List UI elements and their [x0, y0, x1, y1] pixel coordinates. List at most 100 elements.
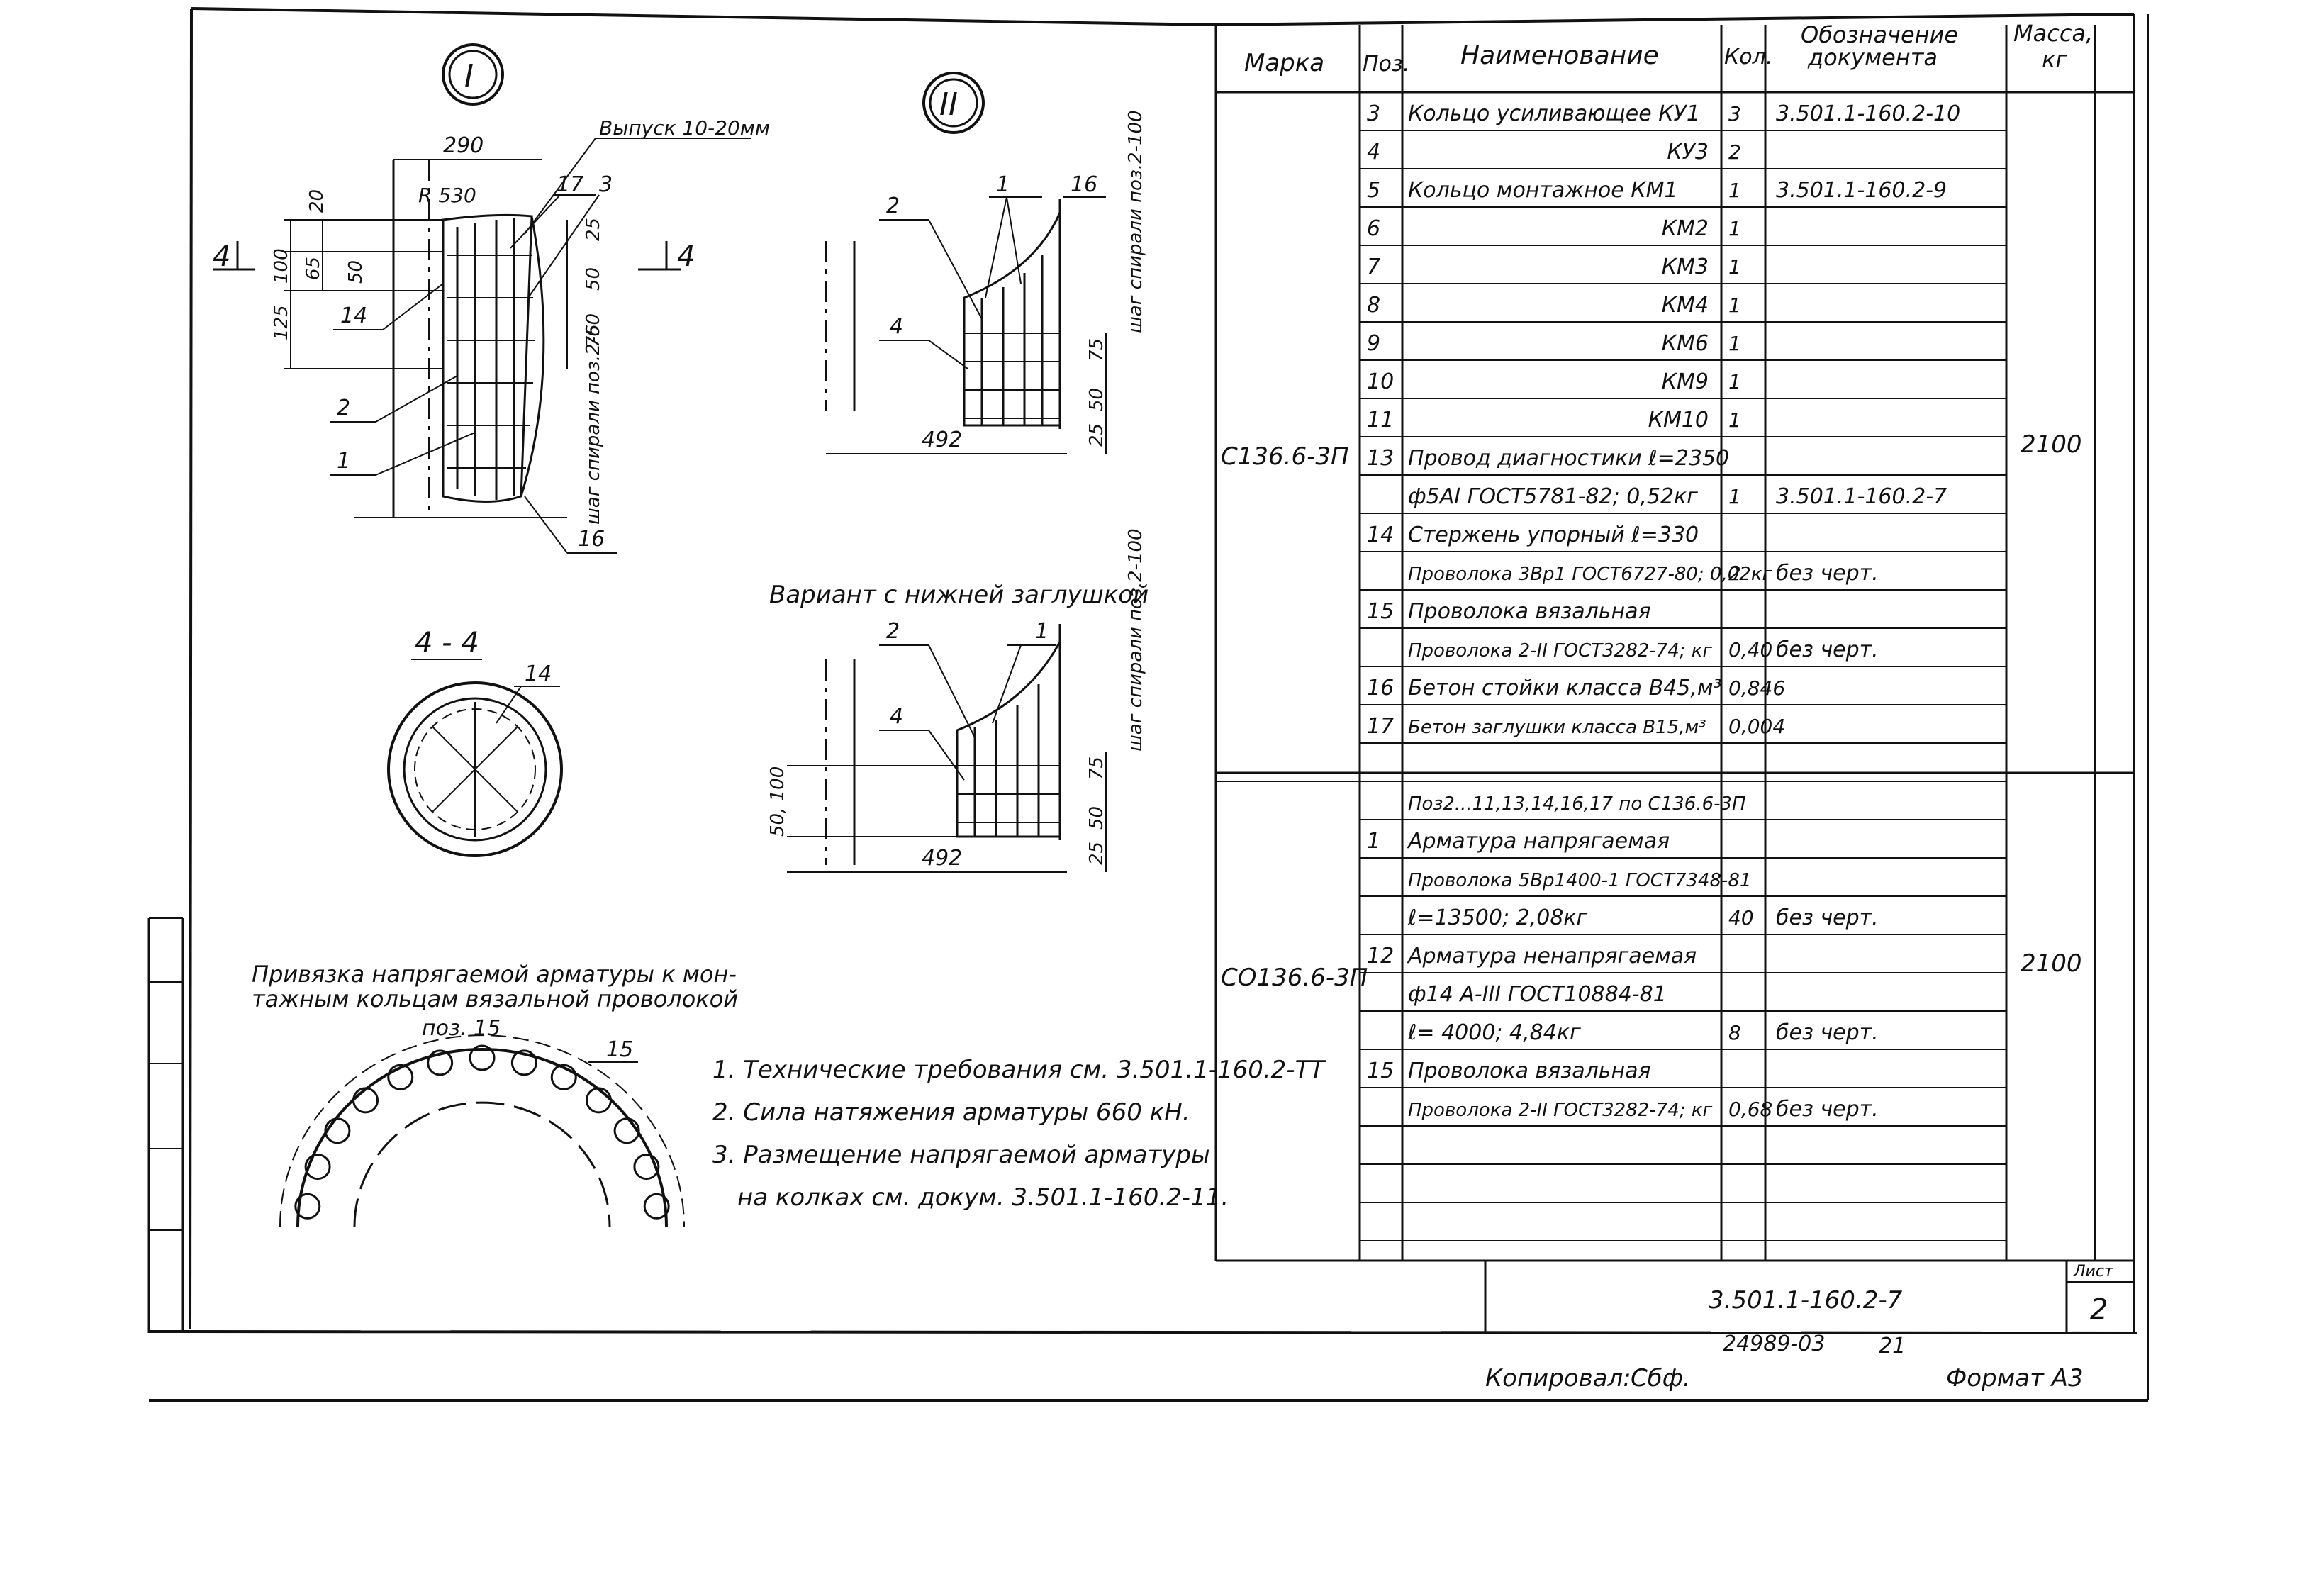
- row-qty: 1: [1728, 370, 1741, 394]
- pos-1-node2: 1: [996, 172, 1010, 197]
- rebar-circle: [585, 1087, 612, 1114]
- row-qty: 8: [1728, 1021, 1741, 1044]
- rebar-circle: [469, 1044, 496, 1071]
- node-I-drawing: I 290 Выпуск 10-20мм R 530 20 65 100 12: [213, 43, 770, 554]
- rebar-circle: [294, 1193, 321, 1220]
- row-doc: без черт.: [1776, 637, 1879, 662]
- row-qty: 0,846: [1728, 676, 1785, 700]
- col-mass-header-1: Масса,: [2013, 20, 2093, 47]
- section-4-4-drawing: 4 - 4 14: [387, 627, 563, 857]
- row-pos: 1: [1367, 829, 1380, 854]
- row-pos: 5: [1367, 178, 1380, 203]
- binding-title-2: тажным кольцам вязальной проволокой: [252, 986, 738, 1012]
- section-label: 4 - 4: [415, 627, 479, 659]
- row-doc: 3.501.1-160.2-7: [1776, 484, 1947, 509]
- row-pos: 8: [1367, 293, 1380, 318]
- pos-3-node1: 3: [599, 172, 613, 197]
- pos-2-node2: 2: [886, 194, 900, 218]
- sheet-frame: [147, 7, 2149, 1402]
- row-pos: 11: [1367, 408, 1394, 433]
- row-qty: 1: [1728, 255, 1741, 279]
- dim-100-left: 100: [271, 248, 292, 284]
- row-name: ℓ=13500; 2,08кг: [1407, 905, 1588, 930]
- dim-20-left: 20: [306, 189, 328, 213]
- dim-125: 125: [271, 305, 292, 340]
- row-name: Кольцо монтажное КМ1: [1408, 178, 1678, 203]
- pos-16-node2: 16: [1071, 172, 1097, 197]
- row-doc: без черт.: [1776, 1020, 1879, 1045]
- row-qty: 1: [1728, 408, 1741, 432]
- sheet-label: Лист: [2073, 1263, 2114, 1280]
- row-qty: 0,68: [1728, 1098, 1772, 1121]
- row-name: Арматура ненапрягаемая: [1407, 944, 1697, 969]
- dim-75-variant: 75: [1086, 757, 1107, 780]
- row-name: Проволока 5Вр1400-1 ГОСТ7348-81: [1408, 870, 1751, 891]
- row-qty: 1: [1728, 332, 1741, 355]
- doc-code: 3.501.1-160.2-7: [1709, 1286, 1903, 1315]
- row-pos: 6: [1367, 216, 1380, 241]
- pos-14-section: 14: [525, 662, 552, 686]
- rebar-circle: [387, 1064, 414, 1090]
- dim-50-variant: 50: [1086, 806, 1107, 830]
- dim-25-right: 25: [583, 218, 604, 241]
- pos-1-variant: 1: [1035, 619, 1049, 644]
- rebar-circle: [550, 1064, 577, 1090]
- pos-16-node1: 16: [578, 527, 605, 552]
- binding-pos: поз. 15: [422, 1016, 501, 1041]
- row-qty: 1: [1728, 485, 1741, 508]
- row-qty: 1: [1728, 179, 1741, 202]
- row-name: Проволока 2-II ГОСТ3282-74; кг: [1408, 1100, 1712, 1121]
- row-doc: 3.501.1-160.2-9: [1776, 178, 1947, 203]
- row-name: КМ6: [1662, 331, 1709, 356]
- sheet-number: 2: [2090, 1293, 2108, 1326]
- row-pos: 15: [1367, 1059, 1394, 1083]
- col-doc-header-2: документа: [1807, 44, 1938, 71]
- section-mark-left: 4: [213, 240, 230, 273]
- variant-drawing: Вариант с нижней заглушкой 492 50, 100 7…: [767, 528, 1148, 873]
- row-name: КМ9: [1662, 369, 1709, 394]
- dim-50-node2: 50: [1086, 388, 1107, 411]
- archive-number: 24989-03: [1723, 1332, 1825, 1356]
- row-qty: 1: [1728, 217, 1741, 240]
- node-II-drawing: II 492 75 50 25 шаг спирали поз.2-100 1 …: [825, 72, 1146, 454]
- copied-label: Копировал:: [1485, 1364, 1631, 1393]
- row-name: КМ10: [1648, 408, 1709, 433]
- row-pos: 17: [1367, 714, 1394, 739]
- dim-25-node2: 25: [1086, 423, 1107, 447]
- row-pos: 3: [1367, 101, 1380, 126]
- row-name: КМ3: [1662, 255, 1709, 279]
- node-II-label: II: [939, 87, 958, 123]
- row-name: Проволока 2-II ГОСТ3282-74; кг: [1408, 640, 1712, 662]
- pos-17-node1: 17: [557, 172, 583, 197]
- row-qty: 1: [1728, 294, 1741, 317]
- group2-mark: СО136.6-3П: [1221, 964, 1368, 992]
- row-pos: 16: [1367, 676, 1394, 701]
- dim-290: 290: [443, 133, 484, 158]
- dim-25-variant: 25: [1086, 842, 1107, 865]
- dim-492-variant: 492: [922, 846, 962, 871]
- row-qty: 0,004: [1728, 715, 1785, 738]
- rebar-circle: [643, 1193, 670, 1220]
- row-pos: 14: [1367, 523, 1394, 547]
- rebar-circle: [613, 1117, 640, 1144]
- rebar-circle: [324, 1117, 351, 1144]
- dim-65: 65: [303, 257, 324, 280]
- rebar-circle: [633, 1154, 660, 1181]
- row-name: КУ3: [1667, 140, 1709, 164]
- dim-50-left: 50: [345, 260, 367, 284]
- row-name: Провод диагностики ℓ=2350: [1408, 446, 1729, 471]
- group2-mass: 2100: [2021, 949, 2082, 978]
- dim-50-right: 50: [583, 267, 604, 291]
- variant-title: Вариант с нижней заглушкой: [769, 581, 1148, 609]
- row-pos: 12: [1367, 944, 1394, 969]
- row-pos: 4: [1367, 140, 1380, 164]
- col-name-header: Наименование: [1460, 41, 1659, 70]
- row-name: Проволока вязальная: [1408, 599, 1651, 624]
- specification-table: Марка Поз. Наименование Кол. Обозначение…: [1214, 20, 2134, 1262]
- row-qty: 3: [1728, 102, 1741, 125]
- row-qty: 40: [1728, 906, 1754, 930]
- node-I-label: I: [464, 58, 474, 94]
- row-name: ф14 А-III ГОСТ10884-81: [1408, 982, 1667, 1007]
- radius-label: R 530: [418, 184, 476, 207]
